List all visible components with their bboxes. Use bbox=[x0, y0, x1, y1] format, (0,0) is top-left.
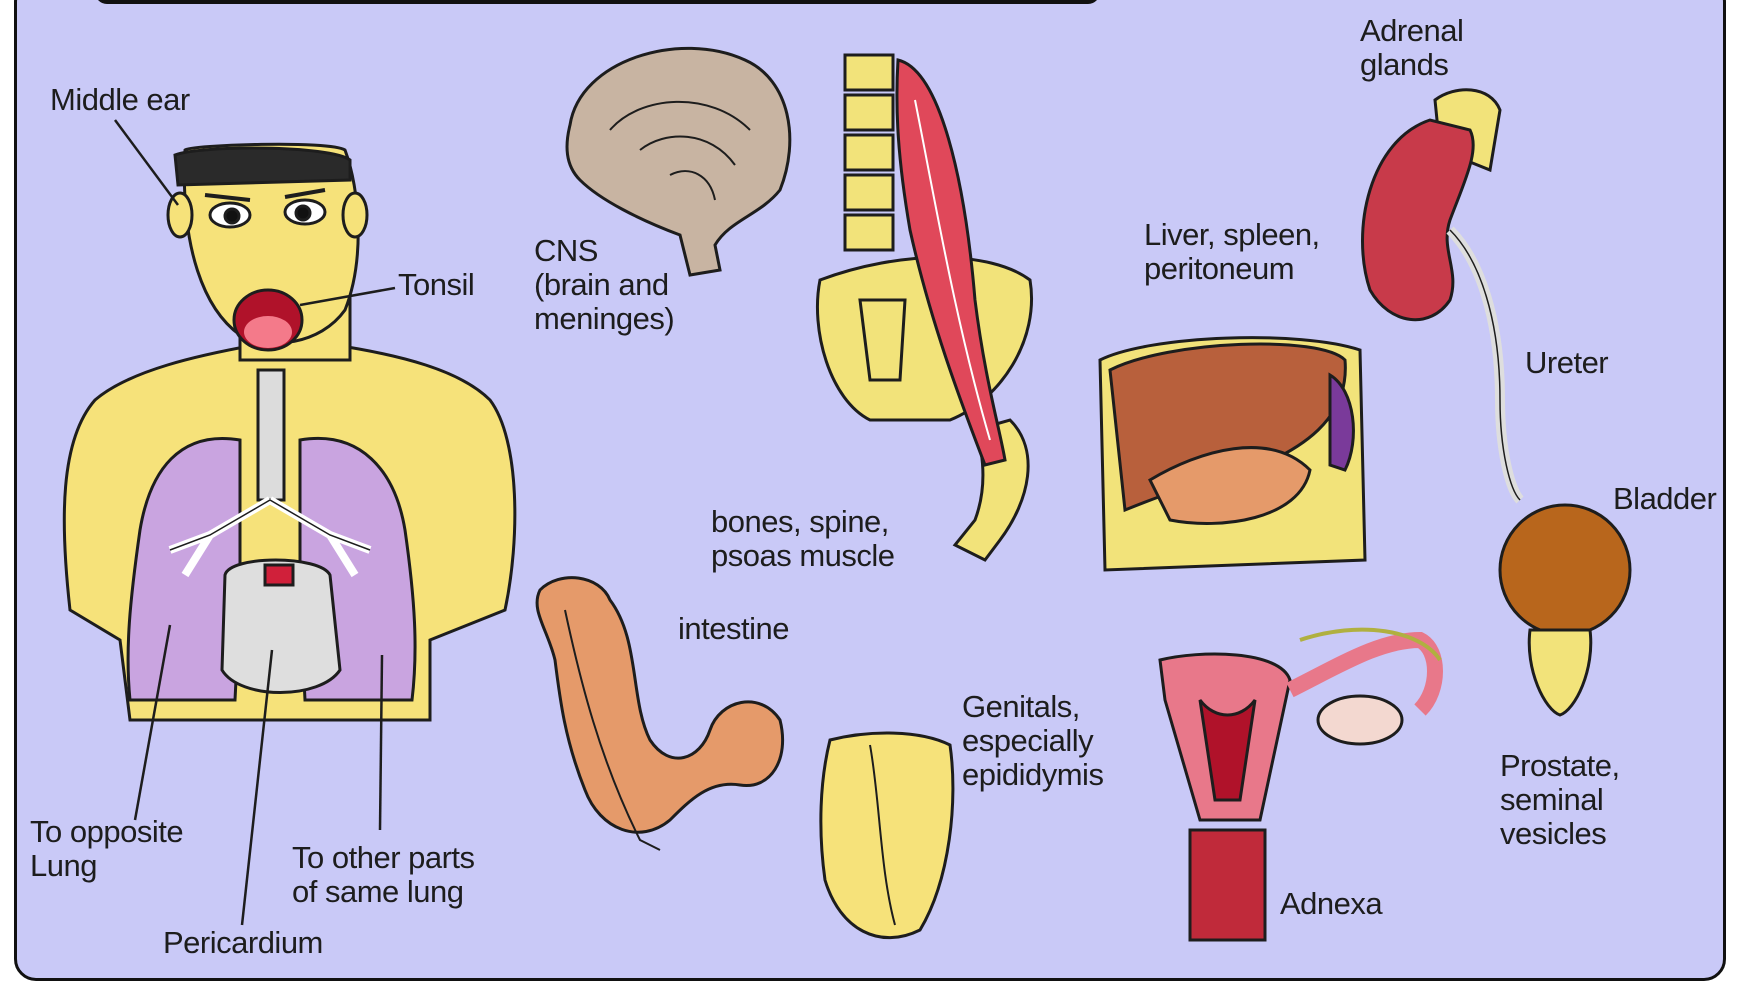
label-same-lung: To other parts of same lung bbox=[292, 841, 475, 909]
label-tonsil: Tonsil bbox=[398, 268, 474, 302]
label-intestine: intestine bbox=[678, 612, 789, 646]
testis-illustration bbox=[821, 733, 953, 938]
label-bones-spine: bones, spine, psoas muscle bbox=[711, 505, 895, 573]
spine-pelvis-illustration bbox=[817, 55, 1031, 560]
label-adnexa: Adnexa bbox=[1280, 887, 1382, 921]
bladder bbox=[1500, 505, 1630, 635]
prostate bbox=[1529, 630, 1591, 715]
label-adrenal-glands: Adrenal glands bbox=[1360, 14, 1463, 82]
human-torso-figure bbox=[64, 120, 515, 925]
label-opposite-lung: To opposite Lung bbox=[30, 815, 183, 883]
label-cns: CNS (brain and meninges) bbox=[534, 234, 674, 336]
liver-spleen-illustration bbox=[1100, 338, 1365, 570]
label-liver-spleen: Liver, spleen, peritoneum bbox=[1144, 218, 1320, 286]
label-pericardium: Pericardium bbox=[163, 926, 323, 960]
label-bladder: Bladder bbox=[1613, 482, 1716, 516]
label-genitals: Genitals, especially epididymis bbox=[962, 690, 1103, 792]
label-prostate: Prostate, seminal vesicles bbox=[1500, 749, 1620, 851]
urinary-tract-illustration bbox=[1363, 90, 1631, 715]
ovary bbox=[1318, 696, 1402, 744]
label-ureter: Ureter bbox=[1525, 346, 1608, 380]
kidney bbox=[1363, 120, 1474, 320]
label-middle-ear: Middle ear bbox=[50, 83, 190, 117]
